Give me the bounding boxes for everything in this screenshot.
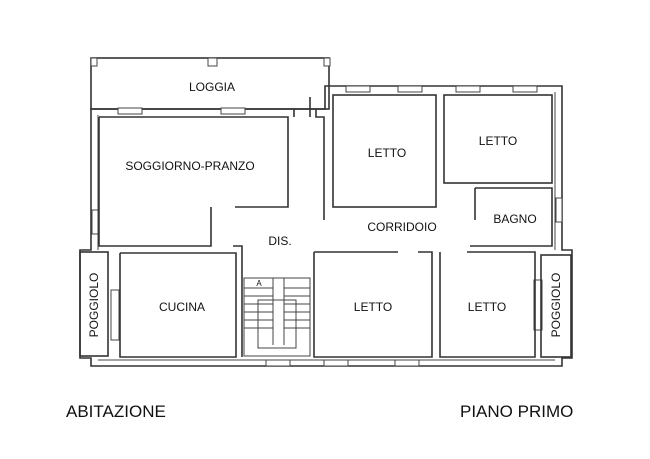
room-label-loggia: LOGGIA	[189, 80, 235, 94]
stair-mark: A	[256, 279, 262, 288]
poggiolo-right-walls	[540, 254, 572, 358]
caption-abitazione: ABITAZIONE	[66, 402, 166, 421]
bagno-walls	[470, 187, 553, 247]
windows	[91, 85, 563, 367]
room-label-letto-top-right: LETTO	[479, 134, 517, 148]
staircase	[243, 277, 311, 357]
room-label-letto-top-left: LETTO	[368, 146, 406, 160]
letto-bottom-left-walls	[313, 251, 433, 358]
hall-walls	[233, 97, 325, 357]
room-label-letto-bottom-left: LETTO	[354, 300, 392, 314]
letto-top-left-walls	[332, 94, 437, 208]
room-label-bagno: BAGNO	[493, 212, 536, 226]
poggiolo-left-walls	[79, 251, 109, 357]
letto-bottom-right-walls	[439, 251, 536, 358]
soggiorno-walls	[98, 116, 289, 247]
letto-top-right-walls	[443, 94, 553, 184]
room-label-corridoio: CORRIDOIO	[367, 220, 436, 234]
room-label-cucina: CUCINA	[159, 300, 205, 314]
room-label-soggiorno: SOGGIORNO-PRANZO	[125, 159, 254, 173]
room-label-dis: DIS.	[268, 234, 291, 248]
outer-wall	[79, 85, 573, 367]
room-label-poggiolo-right: POGGIOLO	[549, 273, 563, 338]
caption-piano-primo: PIANO PRIMO	[460, 402, 574, 421]
room-label-letto-bottom-right: LETTO	[468, 300, 506, 314]
cucina-walls	[119, 252, 237, 358]
room-label-poggiolo-left: POGGIOLO	[87, 273, 101, 338]
